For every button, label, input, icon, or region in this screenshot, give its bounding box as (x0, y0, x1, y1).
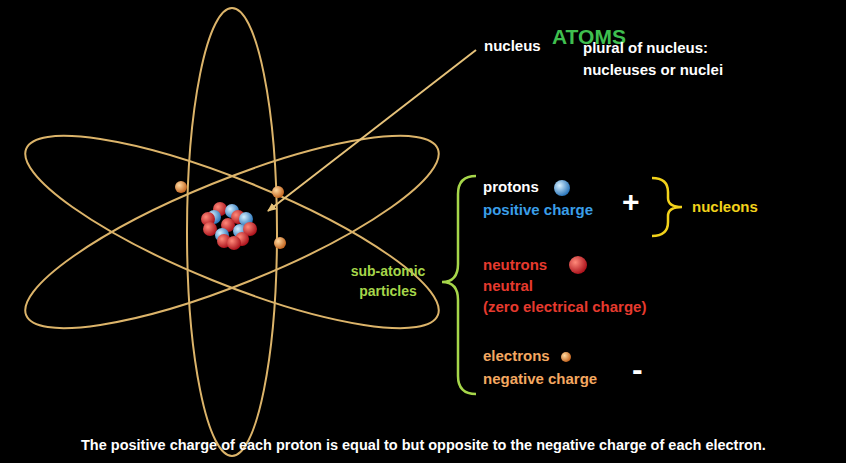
label-text: electrons (483, 347, 550, 365)
neutron-ball (569, 256, 587, 274)
orbit (7, 101, 458, 364)
particles-brace (442, 176, 476, 394)
label-text: sub-atomic particles (342, 261, 434, 301)
orbit (187, 8, 277, 456)
caption: The positive charge of each proton is eq… (81, 437, 766, 454)
orbits (7, 8, 458, 456)
leader-line (268, 50, 476, 211)
electrons (175, 181, 286, 249)
label-text: neutrons (483, 256, 547, 274)
orbit (7, 101, 458, 364)
label-text: neutral (483, 277, 533, 295)
label-text: + (622, 184, 640, 220)
label-text: nucleons (692, 198, 758, 216)
label-text: protons (483, 178, 539, 196)
nucleons-brace (652, 178, 682, 236)
label-text: nucleus (484, 37, 541, 55)
label-text: (zero electrical charge) (483, 298, 646, 316)
nucleus-cluster (201, 202, 257, 250)
label-text: plural of nucleus: nucleuses or nuclei (583, 37, 763, 81)
electron-ball (561, 352, 571, 362)
proton-ball (554, 180, 570, 196)
label-text: negative charge (483, 370, 597, 388)
label-text: positive charge (483, 201, 593, 219)
label-text: - (632, 350, 643, 388)
